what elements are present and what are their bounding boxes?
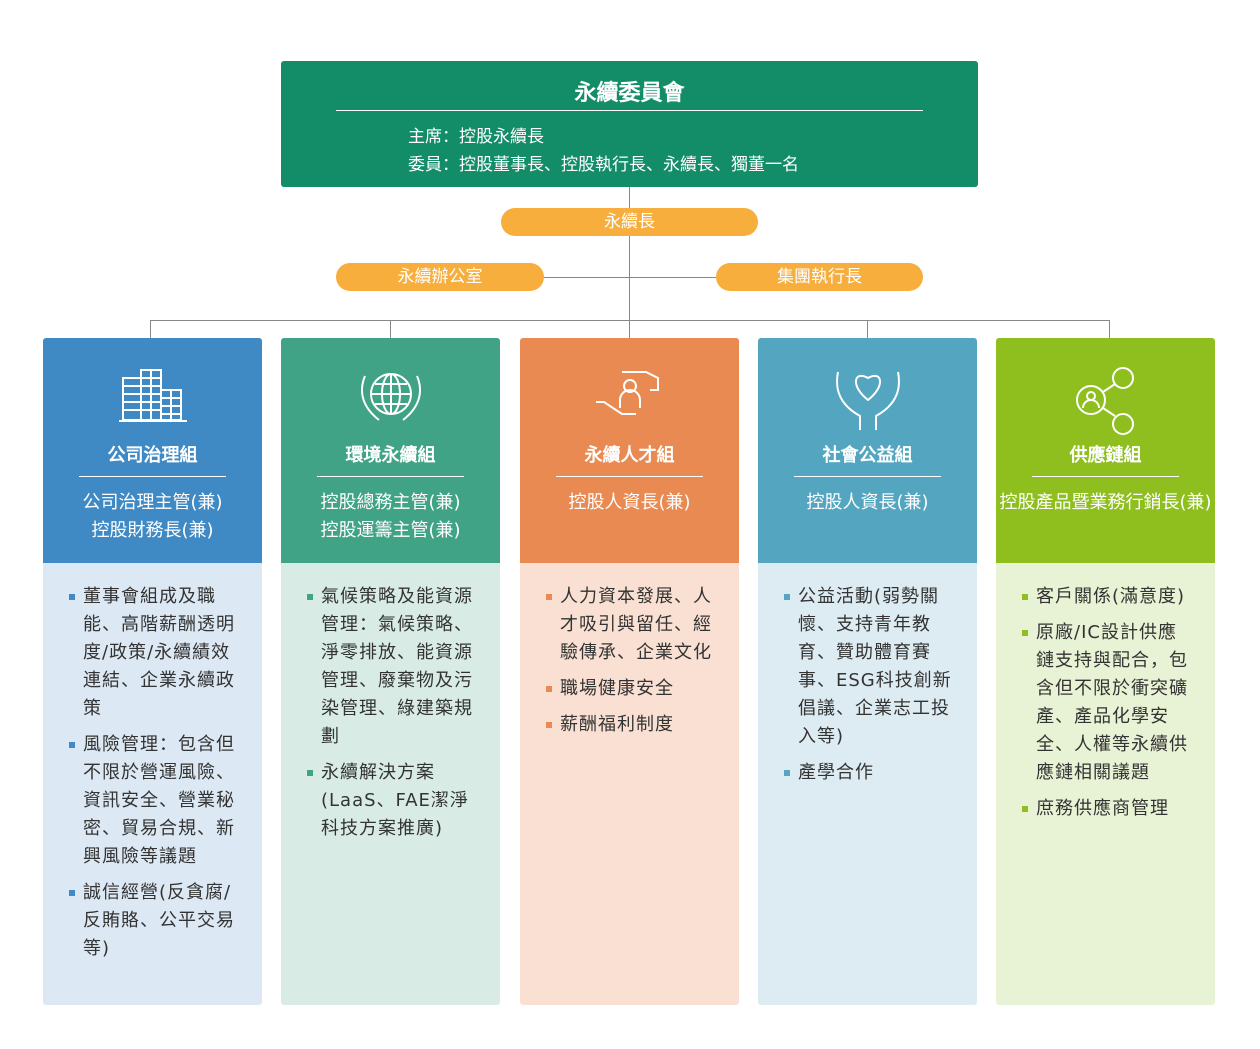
connector [150,320,151,338]
group-responsibilities: 氣候策略及能資源管理：氣候策略、淨零排放、能資源管理、廢棄物及污染管理、綠建築規… [281,563,500,1005]
list-item: 公益活動(弱勢關懷、支持青年教育、贊助體育賽事、ESG科技創新倡議、企業志工投入… [784,583,953,751]
group-role: 控股運籌主管(兼) [320,520,461,541]
group-responsibilities: 人力資本發展、人才吸引與留任、經驗傳承、企業文化職場健康安全薪酬福利制度 [520,563,739,1005]
group-name: 社會公益組 [822,445,913,466]
group-responsibilities: 客戶關係(滿意度) 原廠/IC設計供應鏈支持與配合，包含但不限於衝突礦產、產品化學… [996,563,1215,1005]
group-role: 控股人資長(兼) [806,492,929,513]
office-pill: 永續辦公室 [336,263,544,291]
group-role: 公司治理主管(兼) [82,492,223,513]
divider [556,476,703,477]
list-item: 職場健康安全 [546,675,715,703]
list-item: 氣候策略及能資源管理：氣候策略、淨零排放、能資源管理、廢棄物及污染管理、綠建築規… [307,583,476,751]
group-name: 供應鏈組 [1069,445,1142,466]
list-item: 永續解決方案(LaaS、FAE潔淨科技方案推廣) [307,759,476,843]
committee-box: 永續委員會 主席：控股永續長 委員：控股董事長、控股執行長、永續長、獨董一名 [281,61,978,187]
divider [336,110,923,111]
group-header: 環境永續組 控股總務主管(兼) 控股運籌主管(兼) [281,338,500,563]
divider [794,476,941,477]
group-ceo-pill: 集團執行長 [716,263,923,291]
group-role: 控股產品暨業務行銷長(兼) [999,492,1212,513]
group-header: 社會公益組 控股人資長(兼) [758,338,977,563]
list-item: 風險管理：包含但不限於營運風險、資訊安全、營業秘密、貿易合規、新興風險等議題 [69,731,238,871]
group-header: 公司治理組 公司治理主管(兼) 控股財務長(兼) [43,338,262,563]
list-item: 董事會組成及職能、高階薪酬透明度/政策/永續績效連結、企業永續政策 [69,583,238,723]
committee-title: 永續委員會 [574,81,685,106]
group-header: 供應鏈組 控股產品暨業務行銷長(兼) [996,338,1215,563]
divider [79,476,226,477]
list-item: 薪酬福利制度 [546,711,715,739]
group-column: 公司治理組 公司治理主管(兼) 控股財務長(兼) 董事會組成及職能、高階薪酬透明度… [43,338,262,1005]
group-column: 供應鏈組 控股產品暨業務行銷長(兼) 客戶關係(滿意度) 原廠/IC設計供應鏈支持… [996,338,1215,1005]
list-item: 原廠/IC設計供應鏈支持與配合，包含但不限於衝突礦產、產品化學安全、人權等永續供… [1022,619,1191,787]
connector [150,320,1110,321]
cso-pill: 永續長 [501,208,758,236]
group-name: 環境永續組 [345,445,436,466]
group-role: 控股財務長(兼) [91,520,214,541]
group-role: 控股人資長(兼) [568,492,691,513]
group-column: 永續人才組 控股人資長(兼) 人力資本發展、人才吸引與留任、經驗傳承、企業文化職… [520,338,739,1005]
list-item: 庶務供應商管理 [1022,795,1191,823]
group-responsibilities: 董事會組成及職能、高階薪酬透明度/政策/永續績效連結、企業永續政策風險管理：包含… [43,563,262,1005]
group-column: 社會公益組 控股人資長(兼) 公益活動(弱勢關懷、支持青年教育、贊助體育賽事、E… [758,338,977,1005]
group-name: 公司治理組 [107,445,198,466]
connector [543,277,717,278]
divider [317,476,464,477]
list-item: 產學合作 [784,759,953,787]
connector [629,187,630,339]
group-column: 環境永續組 控股總務主管(兼) 控股運籌主管(兼) 氣候策略及能資源管理：氣候策略… [281,338,500,1005]
group-role: 控股總務主管(兼) [320,492,461,513]
list-item: 誠信經營(反貪腐/反賄賂、公平交易等) [69,879,238,963]
connector [390,320,391,338]
group-responsibilities: 公益活動(弱勢關懷、支持青年教育、贊助體育賽事、ESG科技創新倡議、企業志工投入… [758,563,977,1005]
connector [867,320,868,338]
divider [1032,476,1179,477]
list-item: 人力資本發展、人才吸引與留任、經驗傳承、企業文化 [546,583,715,667]
group-name: 永續人才組 [584,445,675,466]
connector [1109,320,1110,338]
group-header: 永續人才組 控股人資長(兼) [520,338,739,563]
committee-members: 委員：控股董事長、控股執行長、永續長、獨董一名 [408,155,799,175]
list-item: 客戶關係(滿意度) [1022,583,1191,611]
committee-chair: 主席：控股永續長 [408,127,544,147]
